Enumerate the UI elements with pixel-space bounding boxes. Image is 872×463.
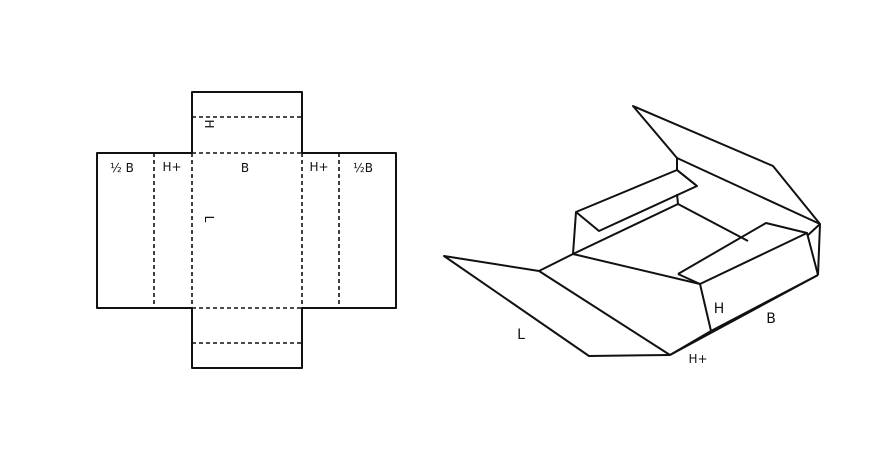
box-left-flap xyxy=(443,255,671,357)
box-lid-hinge-lower xyxy=(676,169,698,187)
box-back-wall-side xyxy=(676,193,679,205)
label-b-center: B xyxy=(241,161,249,175)
box-back-wall-base xyxy=(572,203,679,255)
folded-box: L H+ H B xyxy=(443,105,821,366)
box-back-wall-left xyxy=(572,169,698,255)
box-lid xyxy=(632,105,821,237)
box-left-fold xyxy=(572,253,701,285)
flat-dieline: ½ B H+ B H+ ½B H L xyxy=(96,91,397,369)
box-right-corner xyxy=(817,223,821,276)
box-lid-hinge xyxy=(676,157,821,225)
dieline-outline xyxy=(96,91,397,369)
box-right-inner-wall xyxy=(677,222,819,276)
box-inner-floor-back xyxy=(677,203,749,242)
label-l-rotated: L xyxy=(202,216,216,223)
box-right-wall-edge xyxy=(710,274,819,332)
box-right-tuck-fold xyxy=(699,232,808,285)
label-h-plus-right: H+ xyxy=(309,160,328,174)
label-box-h: H xyxy=(714,301,725,317)
label-box-h-plus: H+ xyxy=(688,352,707,366)
label-box-b: B xyxy=(766,311,776,327)
box-left-fold-front xyxy=(538,253,574,272)
box-right-tuck-top xyxy=(677,273,701,285)
label-half-b-right: ½B xyxy=(353,161,373,175)
label-h-plus-left: H+ xyxy=(162,160,181,174)
box-front-edge xyxy=(538,270,671,356)
box-corner-front xyxy=(699,283,712,332)
box-corner-front-low xyxy=(669,330,712,356)
label-h-rotated: H xyxy=(202,119,216,128)
label-half-b-left: ½ B xyxy=(110,161,134,175)
label-box-l: L xyxy=(517,327,525,343)
